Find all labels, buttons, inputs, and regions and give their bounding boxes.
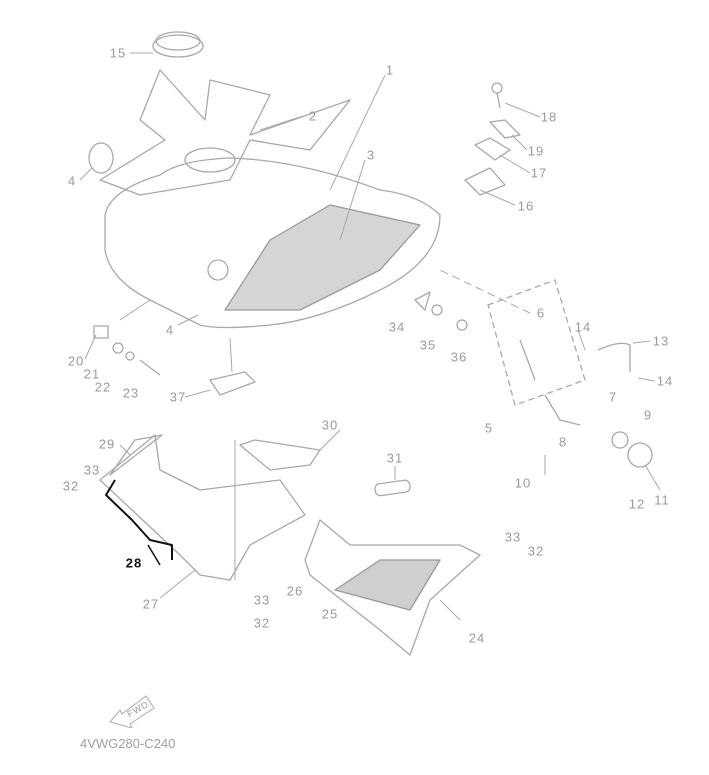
callout-19: 19 bbox=[527, 143, 545, 159]
decal-graphic bbox=[99, 69, 351, 196]
callout-21: 21 bbox=[83, 366, 101, 382]
callout-32: 32 bbox=[62, 478, 80, 494]
callout-26: 26 bbox=[286, 583, 304, 599]
callout-32c: 32 bbox=[253, 615, 271, 631]
callout-17: 17 bbox=[530, 165, 548, 181]
fuel-cock-body bbox=[519, 339, 581, 426]
callout-24: 24 bbox=[468, 630, 486, 646]
forward-arrow-icon bbox=[109, 695, 155, 728]
damper-20 bbox=[93, 325, 109, 339]
callout-6: 6 bbox=[536, 305, 546, 321]
callout-37: 37 bbox=[169, 389, 187, 405]
cock-lever-11 bbox=[627, 442, 653, 468]
tank-graphic bbox=[224, 204, 421, 311]
fuel-cock-group bbox=[487, 279, 586, 406]
bolt-23 bbox=[139, 359, 161, 376]
callout-16: 16 bbox=[517, 198, 535, 214]
grommet-34 bbox=[414, 291, 431, 311]
callout-20: 20 bbox=[67, 353, 85, 369]
callout-36: 36 bbox=[450, 349, 468, 365]
fuel-cap bbox=[152, 31, 204, 58]
callout-15: 15 bbox=[109, 45, 127, 61]
panel-29 bbox=[109, 434, 163, 476]
bracket-30 bbox=[239, 439, 321, 471]
highlight-28-outline bbox=[105, 479, 173, 560]
diagram-code: 4VWG280-C240 bbox=[80, 736, 176, 751]
yamaha-emblem bbox=[207, 259, 229, 281]
callout-31: 31 bbox=[386, 450, 404, 466]
hose-31 bbox=[374, 479, 411, 497]
side-cover-27 bbox=[99, 434, 306, 581]
cover-9 bbox=[611, 431, 629, 449]
callout-22: 22 bbox=[94, 379, 112, 395]
cover-24 bbox=[304, 519, 481, 656]
callout-35: 35 bbox=[419, 337, 437, 353]
leader-28 bbox=[147, 544, 161, 566]
callout-4b: 4 bbox=[165, 322, 175, 338]
callout-9: 9 bbox=[643, 407, 653, 423]
collar-21 bbox=[112, 342, 124, 354]
fuel-tank bbox=[104, 157, 441, 329]
callout-14b: 14 bbox=[656, 373, 674, 389]
collar-35 bbox=[431, 304, 443, 316]
callout-3: 3 bbox=[366, 147, 376, 163]
callout-32b: 32 bbox=[527, 543, 545, 559]
bolt-36 bbox=[456, 319, 468, 331]
bolt-18 bbox=[491, 82, 503, 109]
callout-33: 33 bbox=[83, 462, 101, 478]
bracket-17 bbox=[474, 137, 511, 161]
callout-33b: 33 bbox=[504, 529, 522, 545]
callout-34: 34 bbox=[388, 319, 406, 335]
fuel-hose-13 bbox=[597, 342, 631, 372]
emblem-part bbox=[88, 142, 114, 174]
callout-18: 18 bbox=[540, 109, 558, 125]
callout-29: 29 bbox=[98, 436, 116, 452]
callout-5: 5 bbox=[484, 420, 494, 436]
callout-33c: 33 bbox=[253, 592, 271, 608]
seat-damper-37 bbox=[209, 371, 256, 396]
damper-19 bbox=[489, 119, 521, 139]
callout-14: 14 bbox=[574, 319, 592, 335]
callout-30: 30 bbox=[321, 417, 339, 433]
callout-4: 4 bbox=[67, 173, 77, 189]
washer-22 bbox=[125, 351, 135, 361]
leader-lines bbox=[79, 52, 661, 621]
callout-23: 23 bbox=[122, 385, 140, 401]
callout-1: 1 bbox=[385, 62, 395, 78]
callout-28-highlighted: 28 bbox=[125, 555, 143, 571]
damper-16 bbox=[464, 167, 506, 196]
callout-10: 10 bbox=[514, 475, 532, 491]
callout-13: 13 bbox=[652, 333, 670, 349]
callout-11: 11 bbox=[654, 492, 670, 508]
callout-7: 7 bbox=[608, 389, 618, 405]
filler-neck bbox=[184, 147, 236, 173]
cover-graphic-25 bbox=[334, 559, 441, 611]
callout-2: 2 bbox=[308, 108, 318, 124]
callout-27: 27 bbox=[142, 596, 160, 612]
callout-12: 12 bbox=[628, 496, 646, 512]
callout-25: 25 bbox=[321, 606, 339, 622]
callout-8: 8 bbox=[558, 434, 568, 450]
